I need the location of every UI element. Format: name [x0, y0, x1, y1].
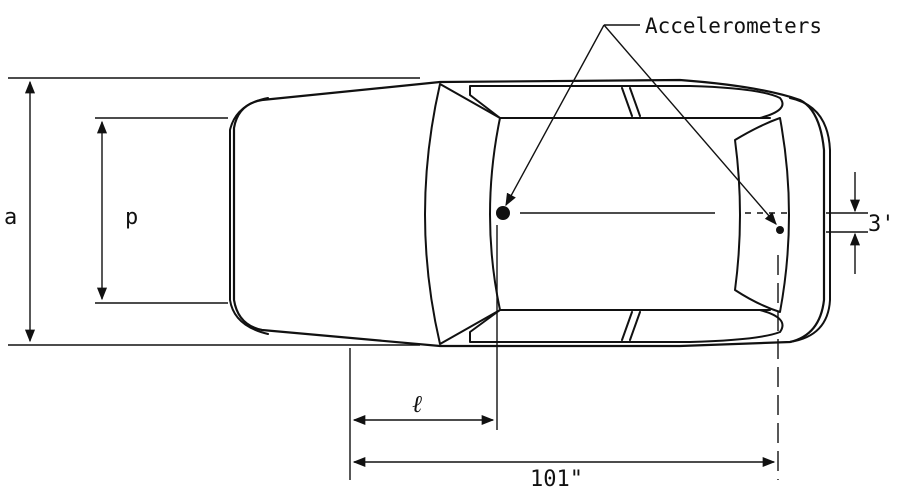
pillar-top	[621, 87, 641, 117]
dim-p-label: p	[125, 205, 138, 230]
dim-a-label: a	[4, 205, 17, 230]
leader-to-front	[603, 24, 777, 225]
leader-to-rear	[505, 24, 605, 207]
rear-window	[424, 83, 501, 345]
accelerometer-rear	[496, 206, 510, 220]
front-bumper	[789, 97, 831, 343]
accelerometers-label: Accelerometers	[645, 14, 822, 38]
side-window-top	[469, 85, 784, 119]
pillar-bottom	[621, 311, 641, 341]
windshield	[734, 117, 790, 313]
dim-101-label: 101"	[530, 467, 583, 487]
rear-bumper	[229, 97, 269, 335]
accelerometer-front	[776, 226, 784, 234]
side-window-bottom	[469, 309, 784, 343]
dim-3-label: 3'	[868, 212, 895, 237]
dim-l-label: ℓ	[412, 390, 422, 418]
